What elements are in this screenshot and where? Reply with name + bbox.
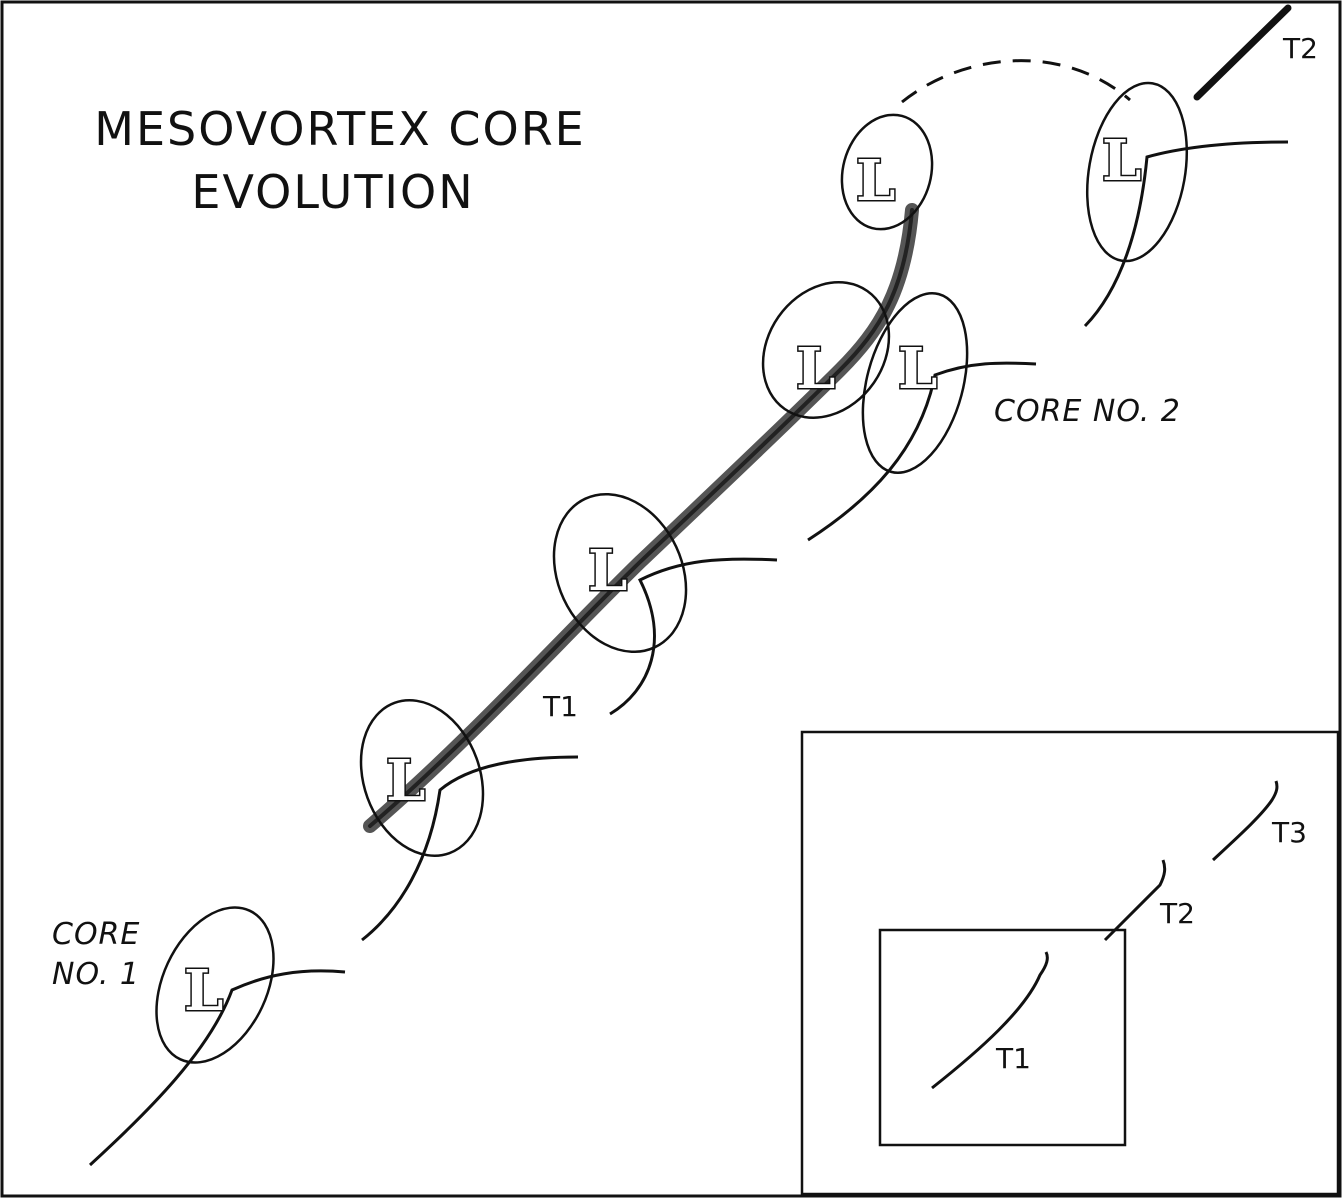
inset-track-t2	[1103, 859, 1167, 942]
core-1-label-line-2: NO. 1	[52, 957, 140, 992]
inset-label-t2: T2	[1159, 897, 1195, 930]
core-1-label-line-1: CORE	[52, 917, 140, 952]
low-symbol: L	[1102, 128, 1141, 194]
core-ellipse	[761, 281, 891, 419]
flow-curve	[361, 755, 579, 942]
low-symbol: L	[386, 748, 425, 814]
title-line-1: MESOVORTEX CORE	[94, 102, 585, 156]
low-symbol: L	[796, 336, 835, 402]
flow-curve	[88, 969, 346, 1167]
dashed-core-path	[901, 59, 1131, 104]
flow-curve	[807, 361, 1037, 542]
low-symbol: L	[184, 958, 223, 1024]
core-ellipse	[1085, 81, 1189, 263]
inset-area-box	[878, 928, 1127, 1147]
t2-track-line	[1193, 4, 1292, 101]
track-label-t1: T1	[542, 690, 578, 723]
core-ellipse	[155, 906, 275, 1064]
low-symbol: L	[856, 148, 895, 214]
low-symbol: L	[588, 538, 627, 604]
inset-track-t3	[1211, 780, 1279, 862]
inset-panel	[800, 730, 1340, 1196]
t1-track-line	[368, 208, 914, 828]
inset-label-t1: T1	[995, 1042, 1031, 1075]
core-ellipse	[359, 699, 485, 857]
flow-curve	[609, 557, 778, 716]
low-symbol: L	[898, 336, 937, 402]
title-line-2: EVOLUTION	[191, 165, 474, 219]
core-ellipse	[861, 292, 969, 474]
core-ellipse	[840, 113, 934, 231]
inset-track-t1	[931, 951, 1049, 1090]
track-label-t2: T2	[1282, 32, 1318, 65]
flow-curve	[1083, 140, 1289, 328]
core-2-label: CORE NO. 2	[994, 394, 1181, 429]
inset-label-t3: T3	[1271, 816, 1307, 849]
